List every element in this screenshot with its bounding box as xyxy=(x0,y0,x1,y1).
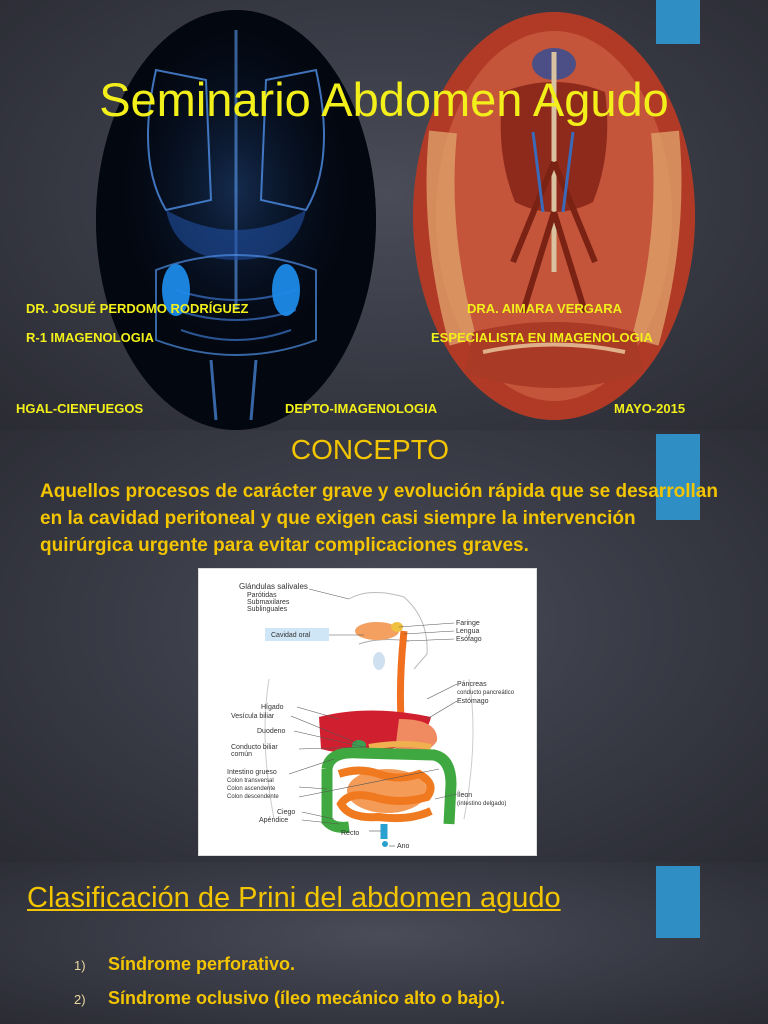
label-intestino-grueso: Intestino grueso xyxy=(227,769,277,776)
label-glandulas: Glándulas salivales xyxy=(239,582,308,591)
accent-bar xyxy=(656,866,700,938)
slide-title: Seminario Abdomen Agudo xyxy=(99,73,669,126)
label-estomago: Estómago xyxy=(457,698,489,705)
list-item-number: 1) xyxy=(74,958,86,973)
label-higado: Hígado xyxy=(261,704,284,711)
label-conducto-biliar: Conducto biliar xyxy=(231,744,278,751)
label-vesicula: Vesícula biliar xyxy=(231,713,275,720)
author-left-name: DR. JOSUÉ PERDOMO RODRÍGUEZ xyxy=(26,301,249,316)
label-faringe: Faringe xyxy=(456,620,480,627)
xray-organs-image xyxy=(96,10,376,430)
label-ciego: Ciego xyxy=(277,809,295,816)
classification-heading: Clasificación de Prini del abdomen agudo xyxy=(27,882,561,914)
label-ileon: Íleon xyxy=(457,790,472,799)
accent-bar xyxy=(656,434,700,520)
abdominal-anatomy-image xyxy=(413,12,695,420)
label-sublinguales: Sublinguales xyxy=(247,606,288,613)
label-ano: Ano xyxy=(397,843,410,850)
label-intestino-delgado: (intestino delgado) xyxy=(457,801,506,807)
label-recto: Recto xyxy=(341,830,359,837)
label-colon-descendente: Colon descendente xyxy=(227,794,279,800)
label-conducto-pancreatico: conducto pancreático xyxy=(457,690,515,696)
footer-institution: HGAL-CIENFUEGOS xyxy=(16,401,144,416)
list-item-text: Síndrome oclusivo (íleo mecánico alto o … xyxy=(108,988,506,1008)
label-esofago: Esófago xyxy=(456,636,482,643)
list-item: 2) Síndrome oclusivo (íleo mecánico alto … xyxy=(74,988,505,1009)
concept-heading: CONCEPTO xyxy=(290,434,450,465)
label-colon-transverso: Colon transversal xyxy=(227,778,274,784)
title-slide: Seminario Abdomen Agudo DR. JOSUÉ PERDOM… xyxy=(0,0,768,430)
author-right-name: DRA. AIMARA VERGARA xyxy=(467,301,623,316)
author-right-role: ESPECIALISTA EN IMAGENOLOGIA xyxy=(431,330,653,345)
label-cavidad: Cavidad oral xyxy=(271,632,311,639)
label-apendice: Apéndice xyxy=(259,817,288,824)
label-lengua: Lengua xyxy=(456,628,479,635)
label-pancreas: Páncreas xyxy=(457,681,487,688)
author-left-role: R-1 IMAGENOLOGIA xyxy=(26,330,154,345)
label-parotidas: Parótidas xyxy=(247,592,277,599)
list-item-number: 2) xyxy=(74,992,86,1007)
concept-text: Aquellos procesos de carácter grave y ev… xyxy=(40,481,718,556)
accent-bar xyxy=(656,0,700,44)
footer-department: DEPTO-IMAGENOLOGIA xyxy=(285,401,438,416)
digestive-system-diagram: Glándulas salivales Parótidas Submaxilar… xyxy=(198,568,537,856)
label-colon-ascendente: Colon ascendente xyxy=(227,786,276,792)
label-duodeno: Duodeno xyxy=(257,728,286,735)
footer-date: MAYO-2015 xyxy=(614,401,686,416)
label-comun: común xyxy=(231,751,252,758)
classification-slide: Clasificación de Prini del abdomen agudo… xyxy=(0,862,768,1024)
label-submaxilares: Submaxilares xyxy=(247,599,290,606)
list-item: 1) Síndrome perforativo. xyxy=(74,954,295,975)
concept-slide: CONCEPTO Aquellos procesos de carácter g… xyxy=(0,430,768,862)
list-item-text: Síndrome perforativo. xyxy=(108,954,296,974)
